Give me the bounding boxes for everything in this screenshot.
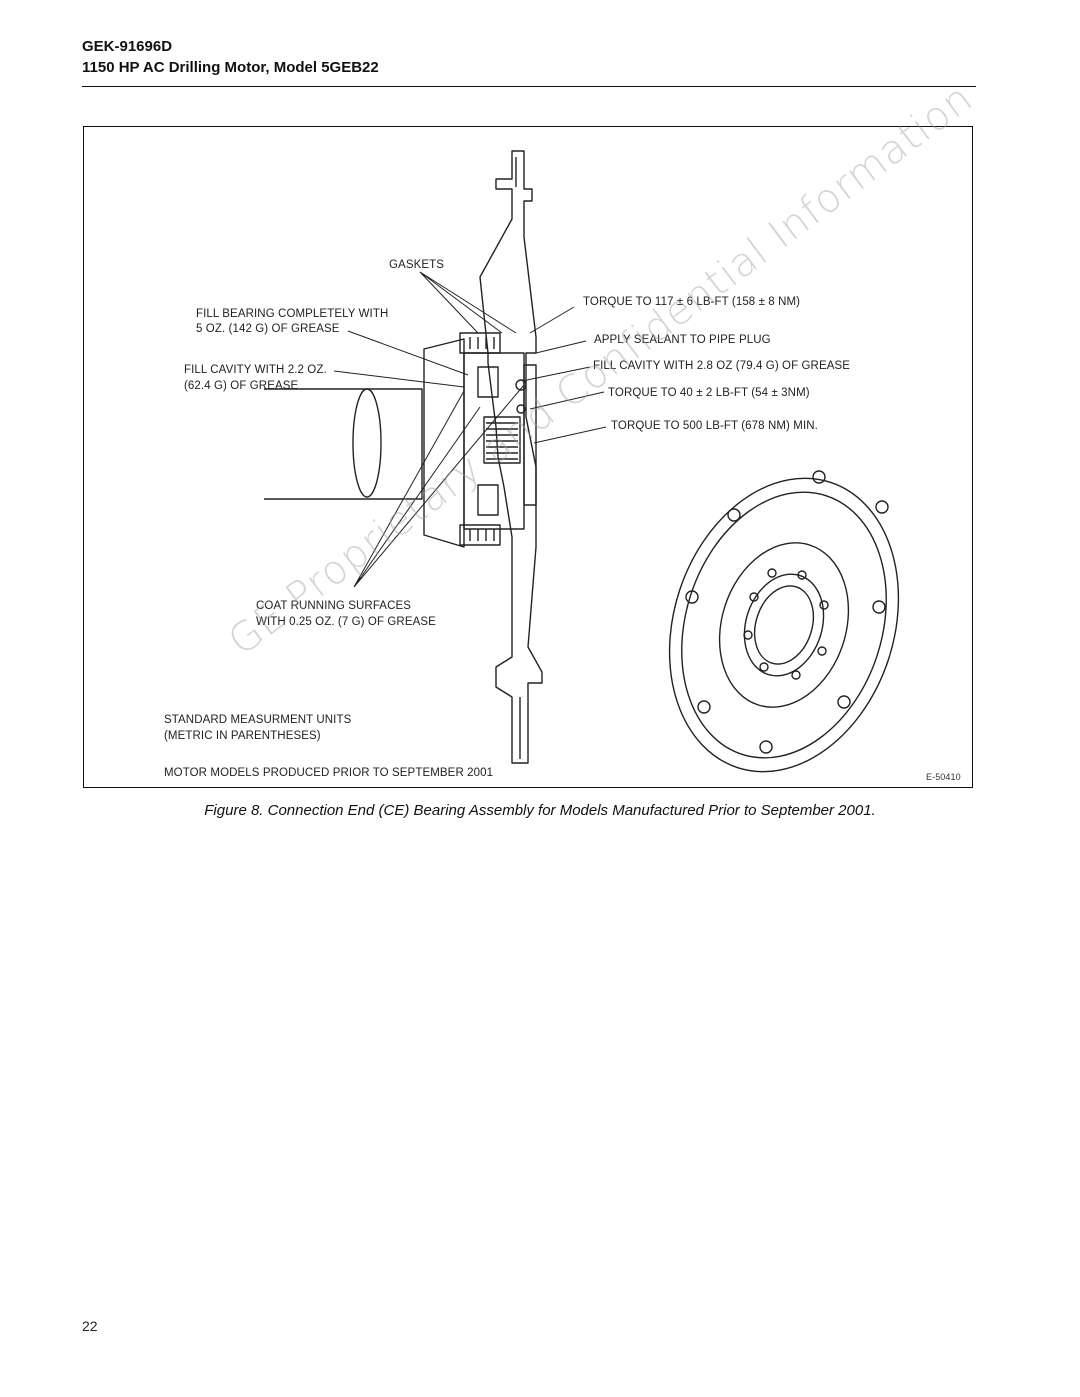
label-fill-bearing-line1: FILL BEARING COMPLETELY WITH	[196, 308, 389, 320]
header-rule	[82, 86, 976, 87]
shaft-outline	[264, 388, 423, 500]
label-torque-117: TORQUE TO 117 ± 6 LB-FT (158 ± 8 NM)	[583, 296, 801, 308]
label-torque-500: TORQUE TO 500 LB-FT (678 NM) MIN.	[611, 420, 818, 432]
figure-frame: GASKETS FILL BEARING COMPLETELY WITH 5 O…	[83, 126, 973, 788]
bearing-assembly-drawing	[264, 150, 900, 773]
page-number: 22	[82, 1318, 98, 1334]
label-fill-bearing-line2: 5 OZ. (142 G) OF GREASE	[196, 323, 340, 335]
label-units-line2: (METRIC IN PARENTHESES)	[164, 730, 321, 742]
figure-caption: Figure 8. Connection End (CE) Bearing As…	[204, 802, 876, 819]
bearing-housing-outline	[423, 338, 465, 548]
label-drawing-id: E-50410	[926, 772, 961, 782]
label-gaskets: GASKETS	[389, 259, 445, 271]
label-models-note: MOTOR MODELS PRODUCED PRIOR TO SEPTEMBER…	[164, 767, 494, 779]
label-fill-cavity-a-line1: FILL CAVITY WITH 2.2 OZ.	[184, 364, 327, 376]
label-fill-cavity-b: FILL CAVITY WITH 2.8 OZ (79.4 G) OF GREA…	[593, 360, 851, 372]
label-apply-sealant: APPLY SEALANT TO PIPE PLUG	[594, 334, 771, 346]
label-torque-40: TORQUE TO 40 ± 2 LB-FT (54 ± 3NM)	[608, 387, 810, 399]
page-header: GEK-91696D 1150 HP AC Drilling Motor, Mo…	[82, 36, 379, 78]
end-shield-outline	[479, 150, 543, 764]
label-coat-line1: COAT RUNNING SURFACES	[256, 600, 412, 612]
label-coat-line2: WITH 0.25 OZ. (7 G) OF GREASE	[256, 616, 436, 628]
label-units-line1: STANDARD MEASURMENT UNITS	[164, 714, 352, 726]
doc-number: GEK-91696D	[82, 38, 173, 55]
flange-face-view	[668, 470, 900, 773]
label-fill-cavity-a-line2: (62.4 G) OF GREASE	[184, 380, 299, 392]
doc-title: 1150 HP AC Drilling Motor, Model 5GEB22	[82, 59, 379, 76]
